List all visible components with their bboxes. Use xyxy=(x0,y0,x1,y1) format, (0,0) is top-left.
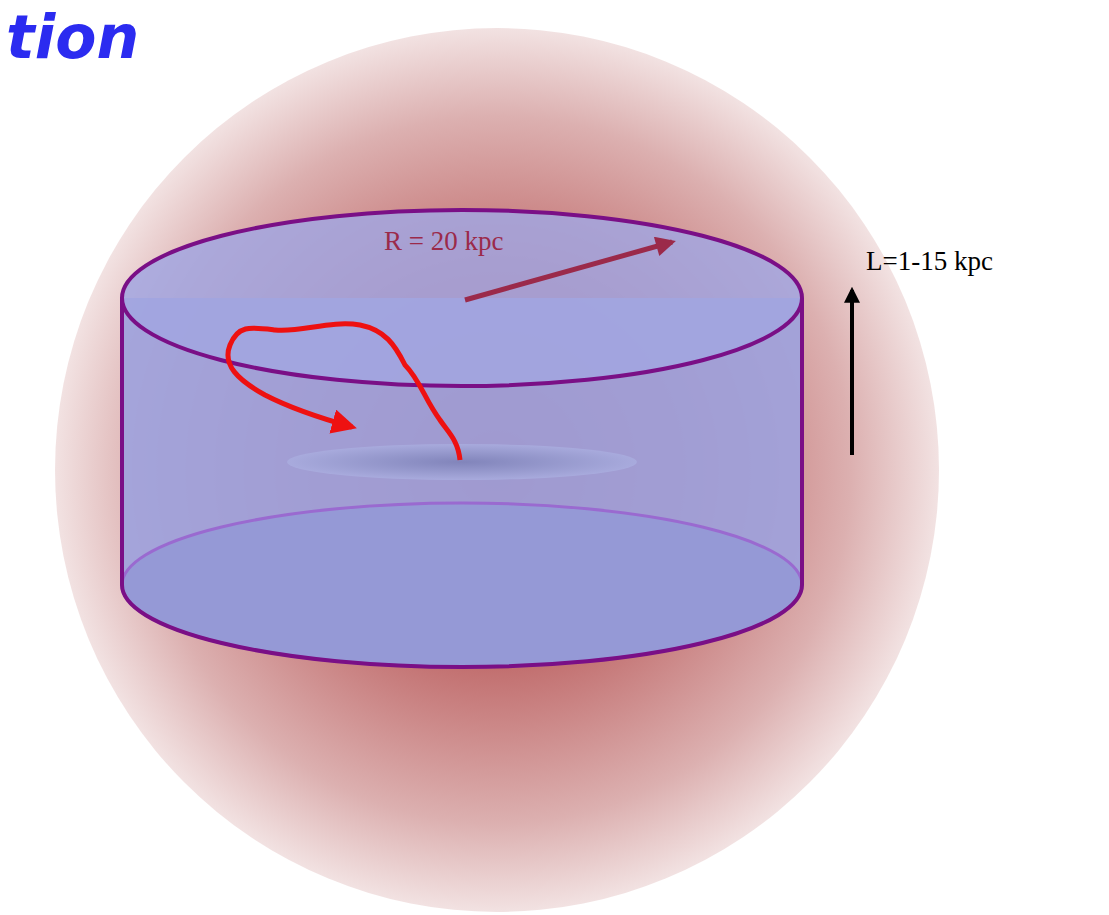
cylinder-side xyxy=(120,298,124,585)
cosmic-ray-path xyxy=(228,324,460,460)
dark-halo-sphere xyxy=(55,28,939,912)
cylinder-bottom-rim xyxy=(122,585,802,667)
cylinder-bottom xyxy=(122,503,802,667)
cylinder-top xyxy=(122,210,802,386)
radius-label: R = 20 kpc xyxy=(384,226,503,257)
height-arrow xyxy=(850,290,854,455)
cylinder-side xyxy=(800,298,804,585)
galactic-disk xyxy=(287,444,637,480)
slide-title: tion xyxy=(6,2,139,72)
height-label: L=1-15 kpc xyxy=(866,246,993,277)
